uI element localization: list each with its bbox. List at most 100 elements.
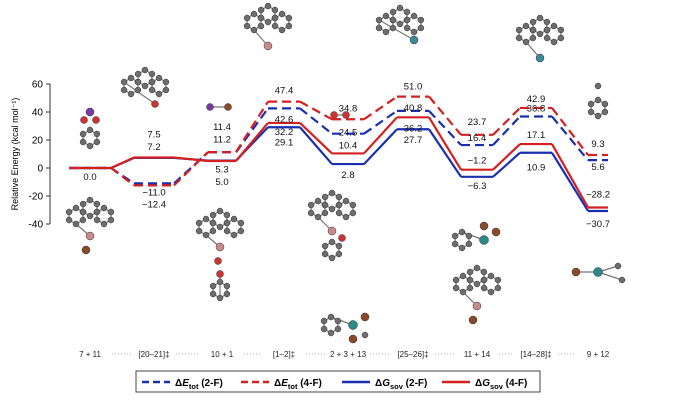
level-connector — [173, 151, 209, 185]
legend: ΔEtot (2-F) ΔEtot (4-F) ΔGsov (2-F) ΔGsov (… — [135, 370, 541, 393]
structure-3 — [321, 234, 346, 262]
y-tick-label: 0 — [37, 164, 43, 175]
data-label: −1.2 — [468, 156, 487, 167]
y-axis-label: Relative Energy (kcal mol⁻¹) — [10, 98, 20, 211]
data-label: 0.0 — [83, 172, 96, 183]
structure-ts2021 — [120, 66, 170, 108]
data-label: 2.8 — [341, 170, 354, 181]
structure-11-top — [79, 107, 101, 150]
data-label: 29.1 — [275, 137, 294, 148]
y-tick-label: -20 — [29, 192, 44, 203]
series-0 — [69, 107, 608, 185]
data-label: −28.2 — [586, 189, 610, 200]
data-label: 5.3 — [215, 165, 228, 176]
data-label: 5.0 — [215, 177, 228, 188]
level-connector — [173, 151, 209, 187]
data-label: 27.7 — [404, 135, 423, 146]
category-label: 7 + 11 — [79, 350, 101, 359]
structure-13 — [320, 312, 370, 344]
level-connector — [492, 107, 521, 136]
level-connector — [492, 143, 521, 171]
category-label: [20–21]‡ — [138, 350, 169, 359]
data-label: 11.2 — [213, 134, 231, 145]
level-connector — [428, 116, 462, 171]
legend-entry: ΔGsov (4-F) — [442, 378, 527, 391]
level-connector — [173, 156, 209, 163]
legend-entry: ΔGsov (2-F) — [342, 378, 427, 391]
data-label: 34.8 — [339, 103, 358, 114]
structure-7 — [65, 196, 115, 255]
level-connector — [492, 151, 521, 178]
structure-1 — [206, 103, 232, 111]
level-connector — [110, 156, 135, 170]
category-label: 10 + 1 — [211, 350, 234, 359]
data-label: 10.4 — [339, 140, 358, 151]
level-connector — [299, 100, 333, 121]
structure-10 — [195, 207, 245, 265]
energy-levels — [69, 95, 608, 213]
data-label: 24.5 — [339, 128, 358, 139]
category-label: 11 + 14 — [464, 350, 491, 359]
structure-10-bottom — [209, 270, 231, 302]
level-connector — [299, 126, 333, 165]
data-label: −30.7 — [586, 219, 610, 230]
level-connector — [363, 109, 398, 135]
data-label: 7.5 — [147, 130, 160, 141]
y-tick-label: 40 — [32, 108, 44, 119]
level-connector — [492, 115, 521, 146]
data-label: 23.7 — [468, 117, 487, 128]
data-label: 51.0 — [404, 82, 423, 93]
data-label: 40.8 — [404, 103, 423, 114]
level-connector — [235, 122, 269, 162]
category-label: 9 + 12 — [587, 350, 610, 359]
data-label: 17.1 — [527, 130, 546, 141]
structure-9 — [587, 82, 609, 120]
data-label: −11.0 — [142, 187, 165, 198]
legend-label: ΔGsov (4-F) — [475, 378, 527, 391]
structure-14 — [451, 221, 501, 252]
data-label: 36.8 — [527, 103, 546, 114]
category-label: [14–28]‡ — [520, 350, 551, 359]
category-label: [1–2]‡ — [273, 350, 295, 359]
data-label: 11.4 — [213, 122, 231, 133]
structure-ts12 — [243, 2, 293, 51]
level-connector — [363, 95, 398, 121]
level-connector — [363, 128, 398, 165]
category-label: [25–26]‡ — [397, 350, 428, 359]
level-connector — [299, 107, 333, 135]
data-label: 32.2 — [275, 127, 294, 138]
data-label: 42.9 — [527, 94, 546, 105]
molecular-structures — [65, 2, 626, 344]
level-connector — [110, 167, 135, 187]
category-label: 2 + 3 + 13 — [330, 350, 367, 359]
y-tick-label: 60 — [32, 80, 44, 91]
series-3 — [69, 116, 608, 209]
legend-entry: ΔEtot (4-F) — [241, 378, 322, 391]
data-labels: 0.07.57.2−11.0−12.411.411.25.35.047.442.… — [83, 82, 610, 230]
data-label: 7.2 — [147, 142, 160, 153]
data-label: 47.4 — [275, 86, 294, 97]
legend-label: ΔEtot (2-F) — [175, 378, 223, 391]
category-labels: 7 + 11 [20–21]‡ 10 + 1 [1–2]‡ 2 + 3 + 13 [25–… — [79, 350, 610, 359]
legend-box — [135, 370, 541, 393]
structure-11 — [452, 264, 502, 325]
y-tick-label: 20 — [32, 136, 44, 147]
legend-label: ΔEtot (4-F) — [274, 378, 322, 391]
level-connector — [299, 122, 333, 155]
series-2 — [69, 126, 608, 213]
level-connector — [551, 115, 589, 161]
level-connector — [428, 95, 462, 136]
data-label: 5.6 — [591, 162, 604, 173]
legend-label: ΔGsov (2-F) — [375, 378, 427, 391]
level-connector — [235, 107, 269, 153]
data-label: 9.3 — [591, 139, 604, 150]
data-label: 16.4 — [468, 133, 487, 144]
level-connector — [551, 107, 589, 156]
level-connector — [551, 152, 589, 212]
level-connector — [551, 143, 589, 209]
structure-2 — [307, 189, 357, 236]
data-label: −6.3 — [468, 181, 487, 192]
level-connector — [363, 116, 398, 155]
